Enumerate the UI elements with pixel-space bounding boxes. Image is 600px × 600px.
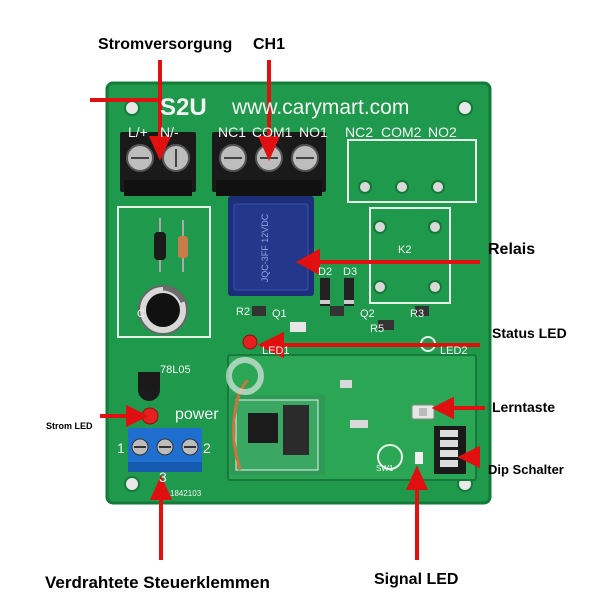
label-dip-switch: Dip Schalter [488,462,564,477]
label-led2: LED2 [440,345,468,357]
label-com2: COM2 [381,124,422,140]
label-d3: D3 [343,266,358,278]
label-n: N/- [160,124,179,140]
board-model: S2U [160,94,207,121]
relay-k1: JQC-3FF 12VDC [228,196,314,296]
label-no1: NO1 [299,124,328,140]
power-terminal-block [120,132,196,196]
terminal-2: 2 [203,440,211,456]
annotation-arrows [90,60,485,560]
label-k2: K2 [398,244,412,256]
label-r5: R5 [370,323,385,335]
led1 [242,334,258,350]
label-q2: Q2 [360,308,375,320]
label-nc2: NC2 [345,124,374,140]
learn-button[interactable] [411,404,435,420]
label-q1: Q1 [272,308,287,320]
label-com1: COM1 [252,124,293,140]
signal-led [415,452,423,464]
label-l: L/+ [128,124,148,140]
label-led1: LED1 [262,345,290,357]
label-d2: D2 [318,266,333,278]
label-nc1: NC1 [218,124,247,140]
label-r2: R2 [236,306,251,318]
label-relay: Relais [488,241,536,258]
label-power-supply: Stromversorgung [98,36,233,53]
mount-hole [124,476,140,492]
diodes [320,278,354,306]
terminal-1: 1 [117,440,125,456]
mount-hole [457,100,473,116]
dip-switch[interactable] [434,426,466,474]
svg-text:JQC-3FF 12VDC: JQC-3FF 12VDC [260,213,270,282]
regulator-78l05 [138,372,160,401]
terminal-3: 3 [159,469,167,485]
capacitor-c [138,285,188,335]
control-terminal-block [128,428,202,472]
antenna-wire [232,378,250,471]
label-c: C [137,308,145,320]
receiver-module [227,354,477,481]
k2-pads [358,180,445,294]
serial-number: 1842103 [170,489,202,498]
label-signal-led: Signal LED [374,571,459,588]
label-learn-button: Lerntaste [492,399,556,415]
label-status-led: Status LED [492,325,567,341]
label-sw1: SW1 [376,464,394,473]
mount-hole [124,100,140,116]
label-power: power [175,406,219,423]
diode-d1 [154,218,188,272]
label-r3: R3 [410,308,425,320]
label-78l05: 78L05 [160,364,191,376]
board-website: www.carymart.com [232,96,410,119]
label-wired-terminals: Verdrahtete Steuerklemmen [45,573,270,592]
label-power-led: Strom LED [46,421,93,431]
label-no2: NO2 [428,124,457,140]
ch1-terminal-block [212,132,326,196]
label-ch1: CH1 [253,36,286,53]
